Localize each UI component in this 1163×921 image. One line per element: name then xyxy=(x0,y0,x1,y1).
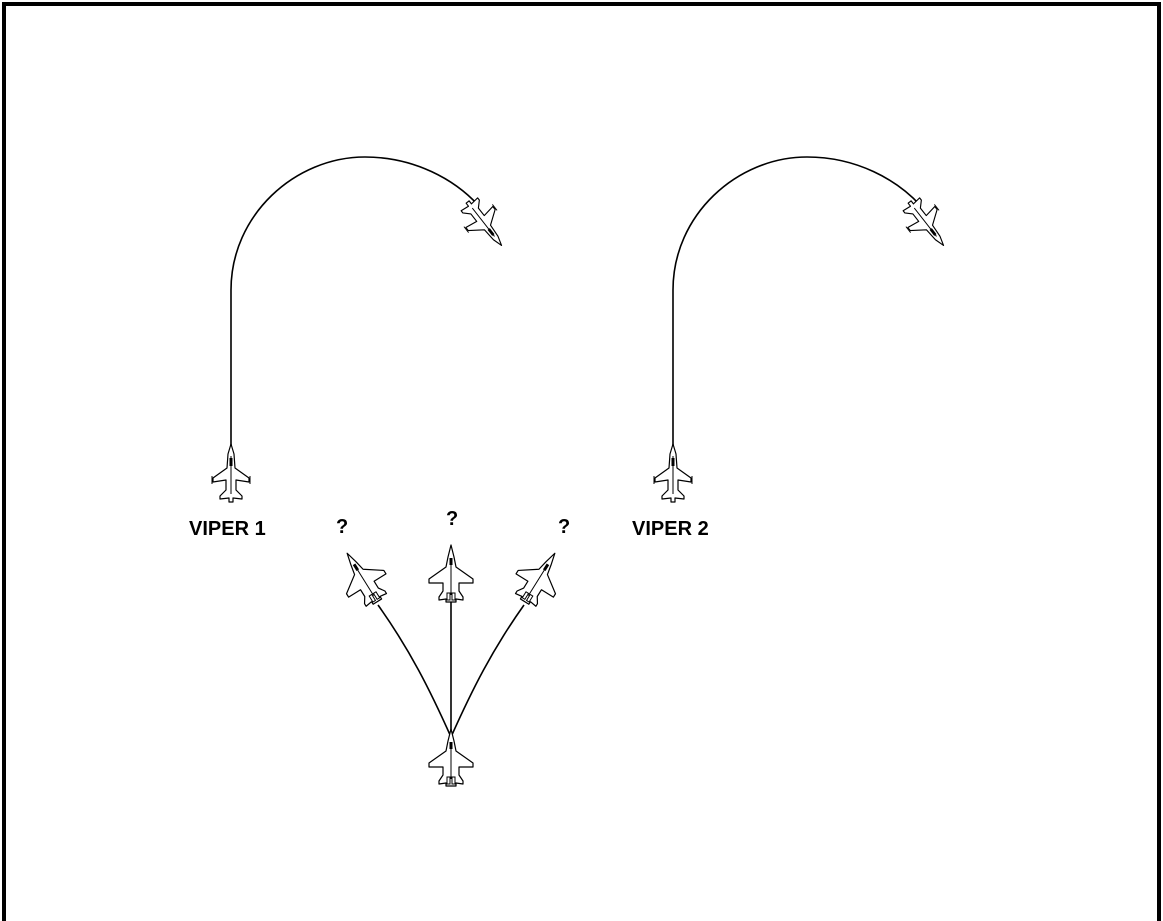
bandit-start-jet xyxy=(428,728,474,787)
bandit-right-path xyxy=(450,604,525,738)
bandit-left-path xyxy=(377,604,452,738)
viper-1-label: VIPER 1 xyxy=(189,518,266,540)
viper-1-turn-path xyxy=(230,156,479,455)
unknown-left-label: ? xyxy=(336,516,349,538)
viper-2-start-jet xyxy=(653,443,693,503)
viper-2-label: VIPER 2 xyxy=(632,518,709,540)
unknown-right-label: ? xyxy=(558,516,571,538)
bandit-center-jet xyxy=(428,544,474,603)
unknown-center-label: ? xyxy=(446,508,459,530)
bandit-right-jet xyxy=(505,540,575,614)
bandit-left-jet xyxy=(327,540,397,614)
viper-1-end-jet xyxy=(452,190,517,258)
viper-2-end-jet xyxy=(894,190,959,258)
viper-2-turn-path xyxy=(672,156,921,455)
viper-1-start-jet xyxy=(211,443,251,503)
